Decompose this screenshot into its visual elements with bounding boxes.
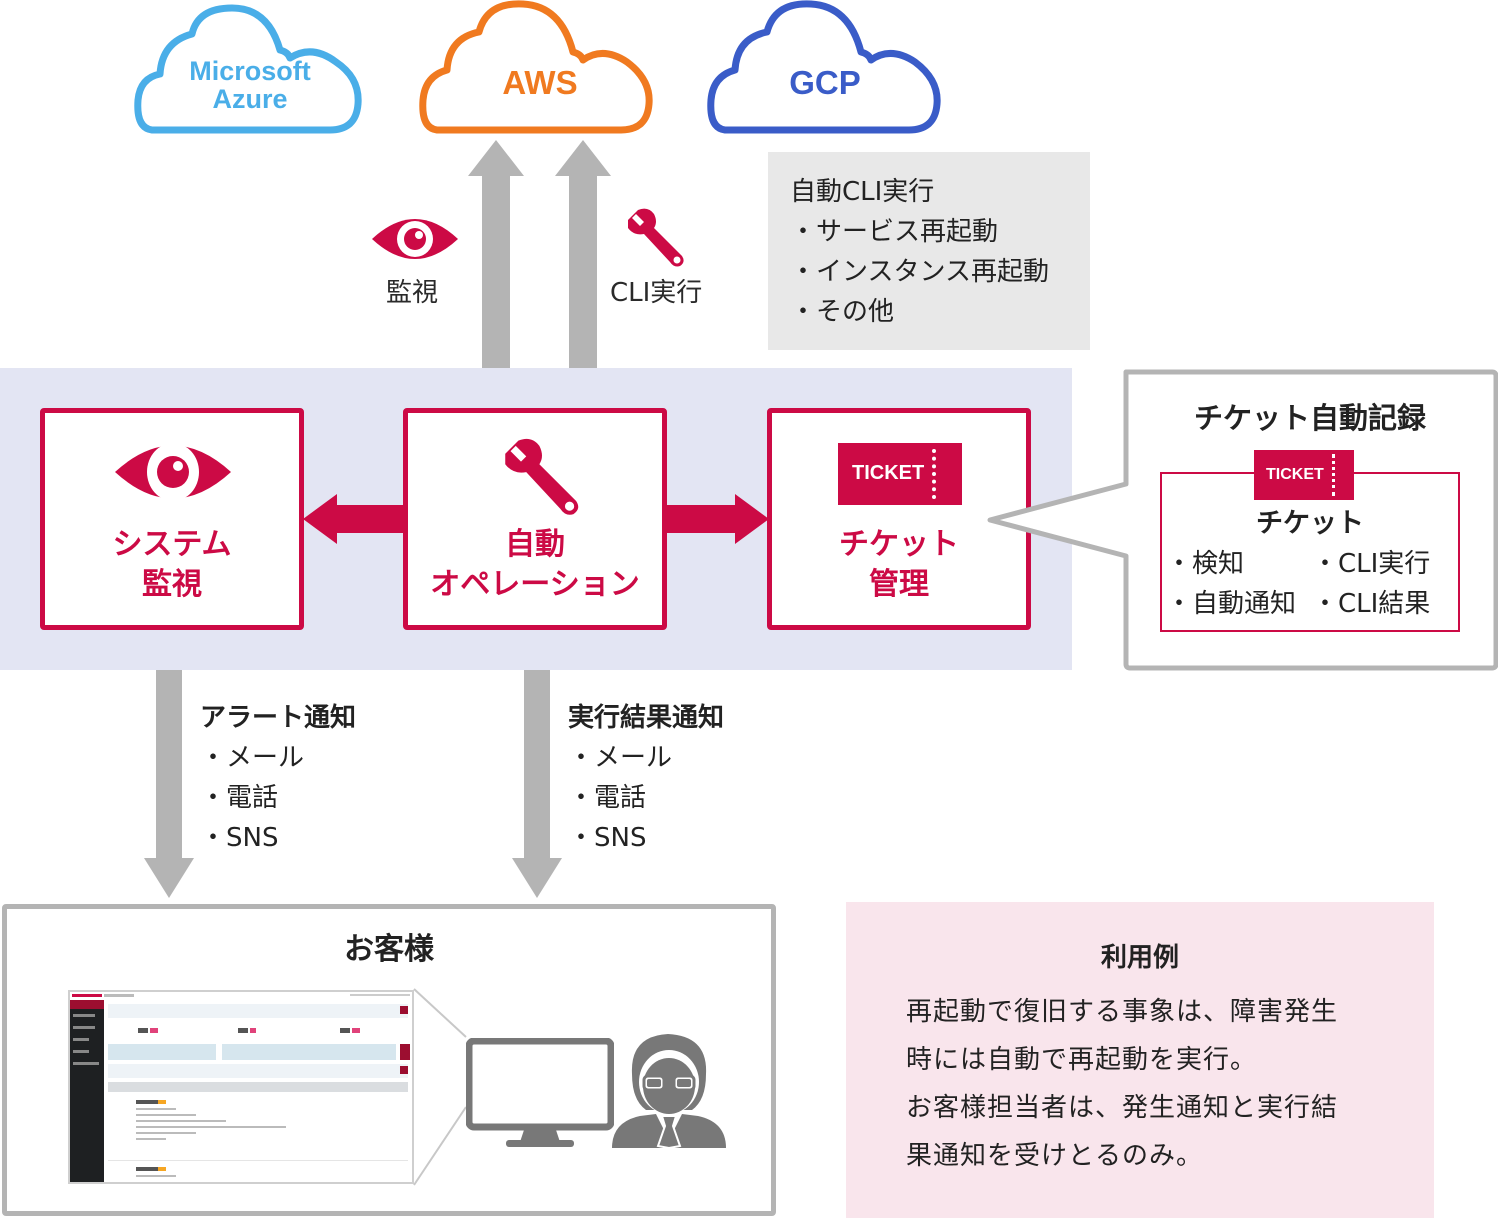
thumb-list-header	[108, 1064, 408, 1078]
thumb-stats	[108, 1022, 408, 1040]
arrow-down-result	[512, 670, 562, 898]
usage-example-box	[846, 902, 1434, 1218]
module-auto-operation[interactable]: 自動 オペレーション	[403, 408, 667, 630]
result-notice-title: 実行結果通知	[568, 703, 725, 733]
eye-icon	[115, 443, 231, 501]
monitor-icon	[466, 1038, 614, 1147]
thumb-header	[108, 1004, 408, 1018]
ticket-icon: TICKET	[1254, 450, 1354, 500]
customer-title: お客様	[344, 932, 434, 967]
ticket-record-item: ・検知	[1166, 549, 1245, 579]
module-title-line2: 監視	[142, 567, 202, 602]
wrench-icon	[628, 208, 684, 267]
alert-notice-item: ・電話	[200, 783, 279, 813]
module-title-line2: オペレーション	[430, 567, 640, 602]
ticket-record-heading: チケット	[1256, 508, 1364, 539]
cloud-aws-label: AWS	[502, 64, 578, 101]
dashboard-screenshot	[68, 990, 414, 1184]
arrow-up-monitor	[468, 140, 524, 370]
usage-line: お客様担当者は、発生通知と実行結	[906, 1093, 1339, 1123]
monitor-label: 監視	[386, 278, 439, 308]
arrow-up-cli	[555, 140, 611, 370]
zoom-lines	[413, 988, 467, 1186]
cloud-gcp	[707, 0, 941, 134]
cli-note-item: ・インスタンス再起動	[790, 257, 1049, 287]
ticket-icon: TICKET	[838, 443, 962, 505]
cloud-aws	[419, 0, 653, 134]
arrow-left-to-monitoring	[303, 494, 407, 544]
ticket-record-item: ・CLI結果	[1312, 589, 1431, 619]
usage-line: 再起動で復旧する事象は、障害発生	[906, 997, 1339, 1027]
thumb-sidebar	[70, 1000, 104, 1182]
cli-note-box	[768, 152, 1090, 350]
module-title-line1: システム	[112, 527, 232, 562]
module-title-line1: チケット	[839, 527, 959, 562]
usage-line: 果通知を受けとるのみ。	[906, 1141, 1204, 1171]
alert-notice-item: ・メール	[200, 743, 305, 773]
thumb-topbar	[70, 992, 412, 1000]
cloud-azure	[134, 4, 362, 134]
ticket-badge-text: TICKET	[852, 462, 925, 484]
azure-line1: Microsoft	[189, 56, 311, 86]
thumb-filter-left	[108, 1044, 216, 1060]
cli-note-item: ・サービス再起動	[790, 217, 999, 247]
thumb-row	[108, 1160, 408, 1182]
ticket-record-title: チケット自動記録	[1193, 401, 1426, 435]
cli-note-item: ・その他	[790, 297, 895, 327]
user-icon	[612, 1034, 726, 1150]
module-ticket-management[interactable]: TICKET チケット 管理	[767, 408, 1031, 630]
ticket-badge-text: TICKET	[1266, 466, 1324, 483]
cloud-azure-label: Microsoft Azure	[165, 57, 335, 114]
cli-label: CLI実行	[610, 278, 703, 308]
result-notice-item: ・SNS	[568, 823, 647, 853]
azure-line2: Azure	[212, 84, 288, 115]
cloud-gcp-label: GCP	[789, 64, 861, 101]
alert-notice-item: ・SNS	[200, 823, 279, 853]
result-notice-item: ・電話	[568, 783, 647, 813]
module-title-line2: 管理	[869, 567, 929, 602]
arrow-right-to-ticket	[665, 494, 769, 544]
usage-title: 利用例	[1100, 943, 1179, 973]
thumb-list-bar	[108, 1082, 408, 1092]
alert-notice-title: アラート通知	[200, 703, 357, 733]
eye-icon	[372, 219, 458, 259]
module-system-monitoring[interactable]: システム 監視	[40, 408, 304, 630]
thumb-row	[108, 1096, 408, 1156]
arrow-down-alert	[144, 670, 194, 898]
usage-line: 時には自動で再起動を実行。	[906, 1045, 1258, 1075]
ticket-perforation	[932, 449, 936, 499]
thumb-filter-right	[222, 1044, 396, 1060]
ticket-record-item: ・自動通知	[1166, 589, 1297, 619]
module-title-line1: 自動	[505, 527, 565, 562]
wrench-icon	[505, 438, 579, 515]
cli-note-title: 自動CLI実行	[790, 177, 935, 207]
ticket-perforation	[1332, 454, 1335, 496]
result-notice-item: ・メール	[568, 743, 673, 773]
ticket-record-item: ・CLI実行	[1312, 549, 1431, 579]
